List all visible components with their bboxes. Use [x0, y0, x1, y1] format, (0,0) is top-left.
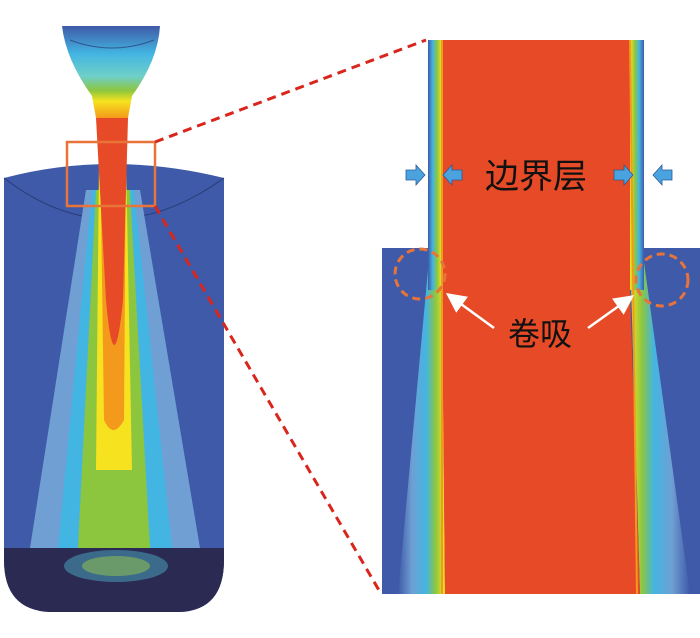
zoom-connector-top [155, 40, 426, 142]
overview-simulation [4, 26, 224, 612]
entrainment-label: 卷吸 [508, 315, 572, 353]
zoomed-detail: 边界层 卷吸 [382, 40, 700, 594]
bottom-swirl-core [82, 556, 150, 576]
boundary-layer-label: 边界层 [485, 157, 587, 197]
arrow-right-icon [406, 165, 425, 185]
arrow-left-icon [653, 165, 672, 185]
funnel [62, 26, 160, 118]
